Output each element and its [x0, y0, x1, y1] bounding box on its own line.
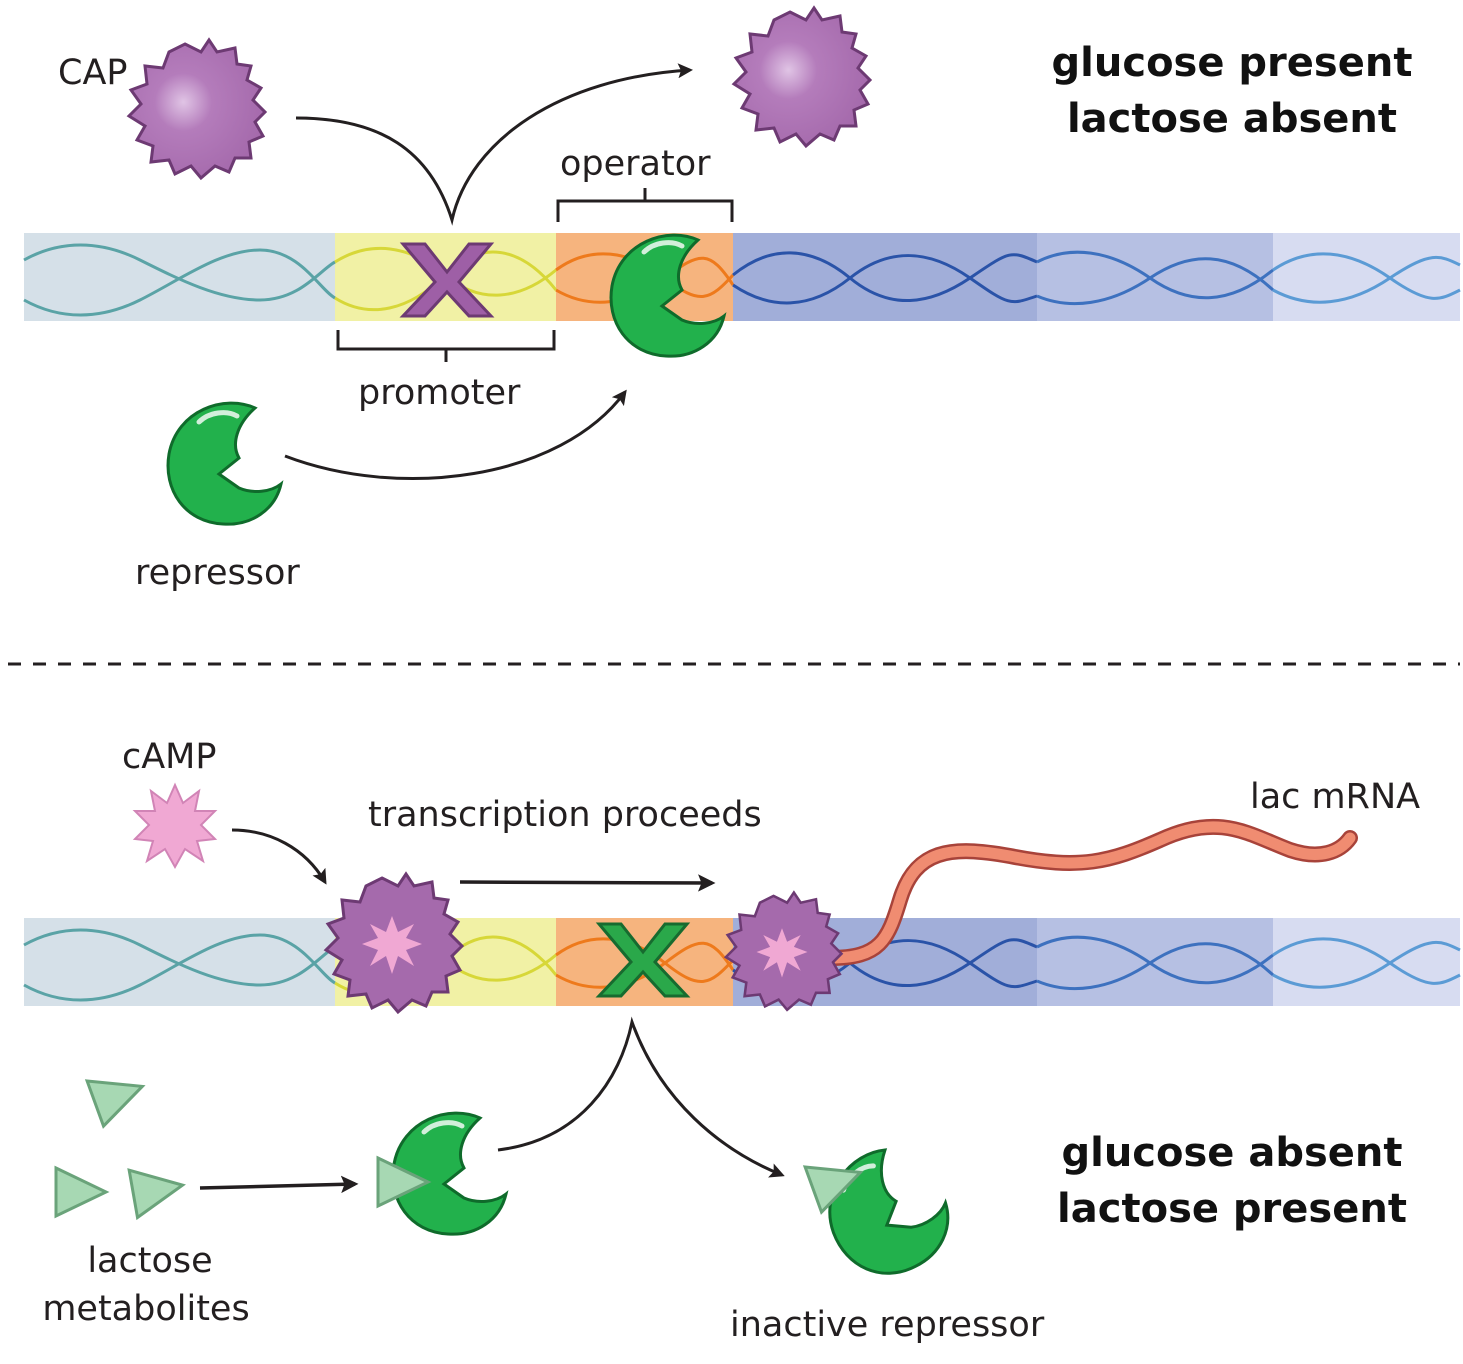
- cap-protein-icon: [127, 38, 267, 180]
- repressor-release-arrow: [497, 1016, 785, 1178]
- dna-region-gene-a: [733, 233, 1037, 321]
- dna-helix-strand: [732, 254, 1038, 305]
- repressor-icon: [391, 1111, 508, 1236]
- dna-strand-top: [23, 233, 1461, 321]
- cap-camp-complex-icon: [324, 872, 464, 1014]
- bottom-title-line1: glucose absent: [1061, 1130, 1402, 1176]
- cap-label: CAP: [58, 53, 128, 93]
- dna-helix-strand: [1036, 257, 1275, 306]
- mrna-label: lac mRNA: [1250, 777, 1420, 817]
- promoter-label: promoter: [358, 373, 521, 413]
- lactose-metabolite-icon: [54, 1166, 108, 1218]
- dna-helix-strand: [23, 933, 336, 1002]
- blocked-x-icon: [399, 242, 495, 318]
- transcription-arrow: [459, 874, 716, 892]
- camp-molecule-icon: [132, 782, 218, 870]
- dna-helix-strand: [23, 928, 336, 987]
- dna-helix-strand: [23, 248, 336, 317]
- dna-region-gene-b: [1037, 918, 1273, 1006]
- dna-region-gene-b: [1037, 233, 1273, 321]
- dna-region-gene-c: [1273, 233, 1460, 321]
- dna-helix-strand: [1272, 255, 1461, 304]
- repressor-label: repressor: [135, 553, 300, 593]
- repressor-bound-icon: [609, 233, 726, 358]
- lactose-label-line1: lactose: [87, 1241, 212, 1281]
- operator-label: operator: [560, 144, 711, 184]
- lac-mrna-strand: [824, 821, 1356, 964]
- camp-label: cAMP: [122, 737, 217, 777]
- promoter-bracket: [336, 330, 556, 362]
- dna-region-gene-c: [1273, 918, 1460, 1006]
- lactose-label-line2: metabolites: [42, 1289, 249, 1329]
- inactive-repressor-icon: [805, 1131, 968, 1296]
- operator-bracket: [556, 188, 734, 222]
- lactose-metabolite-icon: [127, 1160, 189, 1219]
- camp-arrow: [231, 828, 327, 885]
- cap-arrow: [295, 63, 693, 226]
- top-title-line2: lactose absent: [1067, 96, 1397, 142]
- top-title-line1: glucose present: [1052, 40, 1413, 86]
- rna-polymerase-icon: [724, 891, 843, 1012]
- bottom-title-line2: lactose present: [1057, 1186, 1407, 1232]
- dna-helix-strand: [555, 941, 735, 989]
- repressor-icon: [166, 401, 283, 526]
- released-x-icon: [595, 922, 691, 998]
- transcription-label: transcription proceeds: [368, 795, 762, 835]
- dna-helix-strand: [1036, 942, 1275, 991]
- lactose-metabolite-icon: [85, 1062, 153, 1128]
- dna-helix-strand: [1272, 940, 1461, 989]
- repressor-arrow: [284, 389, 627, 481]
- dna-helix-strand: [732, 251, 1038, 302]
- inactive-repressor-label: inactive repressor: [730, 1305, 1045, 1345]
- lactose-arrow: [199, 1175, 359, 1194]
- cap-protein-icon: [732, 6, 872, 148]
- dna-helix-strand: [23, 243, 336, 302]
